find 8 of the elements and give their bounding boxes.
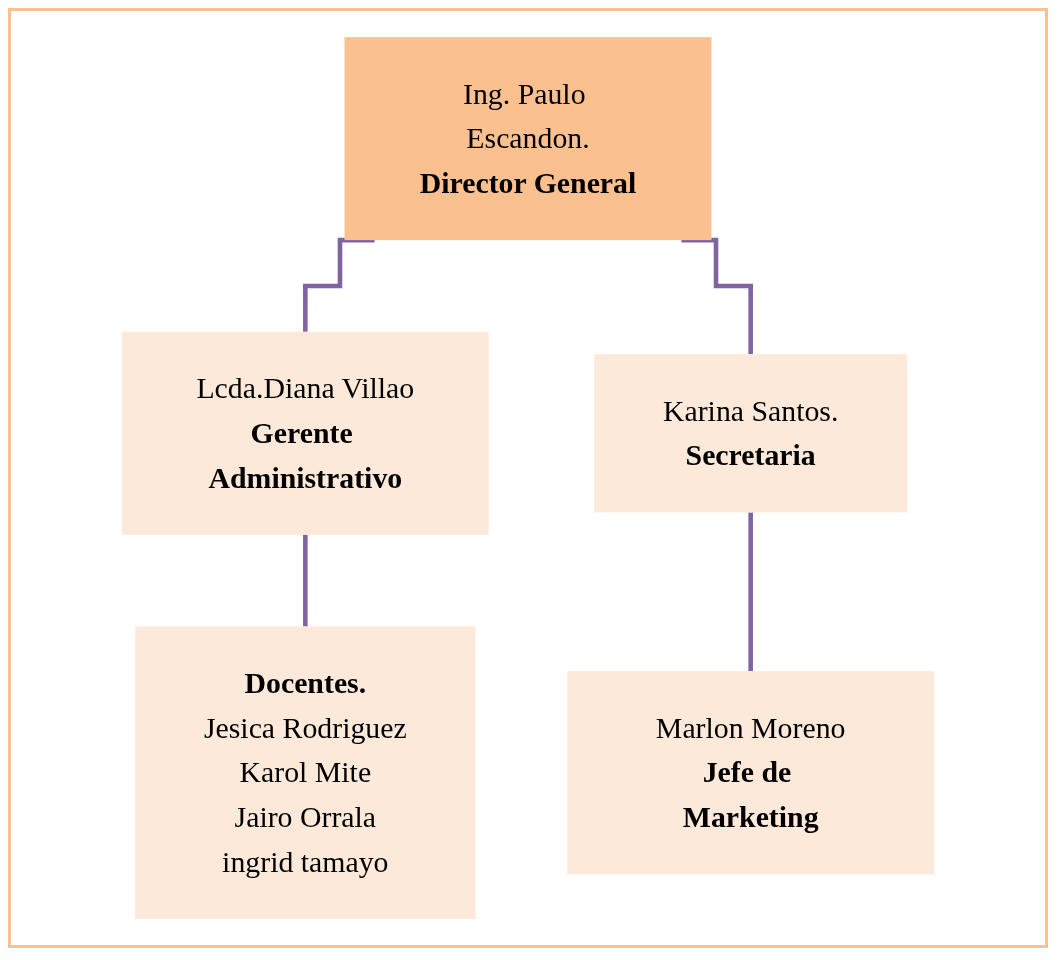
connector bbox=[303, 532, 308, 629]
node-box: Docentes. Jesica Rodriguez Karol Mite Jairo Orrala ingrid tamayo bbox=[135, 626, 476, 919]
node-box: Lcda.Diana Villao Gerente Administrativo bbox=[121, 331, 489, 535]
connector bbox=[681, 237, 753, 357]
connector bbox=[748, 510, 753, 674]
node-box: Karina Santos. Secretaria bbox=[594, 354, 908, 513]
node-box: Ing. Paulo Escandon. Director General bbox=[344, 37, 712, 241]
node-box: Marlon Moreno Jefe de Marketing bbox=[567, 671, 935, 875]
